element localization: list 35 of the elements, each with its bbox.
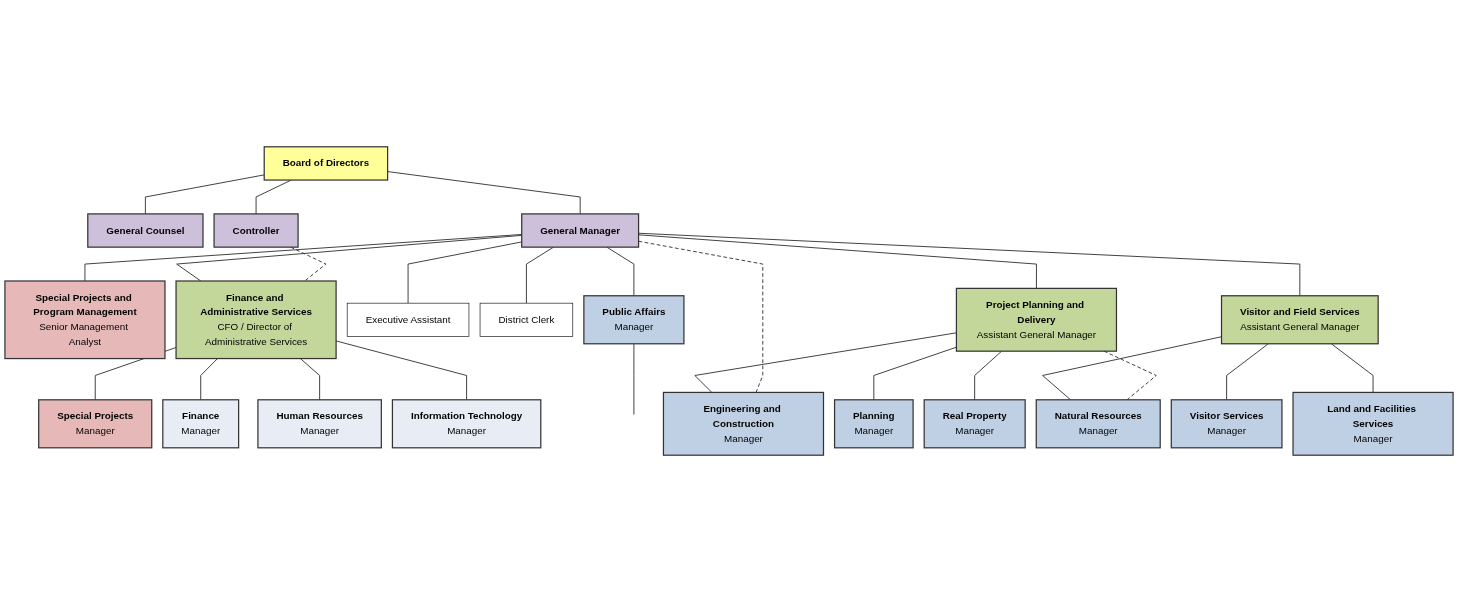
connector <box>638 240 764 393</box>
node-box: Engineering and Construction Manager <box>662 391 825 456</box>
node-box: Public Affairs Manager <box>583 295 685 345</box>
connector <box>633 343 635 416</box>
node-box: Human Resources Manager <box>257 399 382 449</box>
node-box: Special Projects and Program Management Senior Management Analyst <box>4 280 166 360</box>
connector <box>299 358 321 401</box>
node-box: General Manager <box>521 213 640 248</box>
connector <box>144 174 265 215</box>
connector <box>200 358 218 401</box>
connector <box>638 232 1301 297</box>
node-box: Real Property Manager <box>923 399 1026 449</box>
connector <box>1330 343 1374 393</box>
connector <box>1226 343 1269 401</box>
node-box: Planning Manager <box>833 399 914 449</box>
connector <box>873 346 957 401</box>
node-box: Project Planning and Delivery Assistant General Manager <box>955 287 1118 352</box>
node-box: District Clerk <box>479 302 574 337</box>
node-box: Natural Resources Manager <box>1035 399 1161 449</box>
node-box: Board of Directors <box>263 146 389 181</box>
connector <box>638 234 1037 289</box>
connector <box>387 171 581 215</box>
node-box: Controller <box>213 213 299 248</box>
node-box: General Counsel <box>87 213 204 248</box>
node-box: Finance Manager <box>162 399 240 449</box>
node-box: Visitor and Field Services Assistant General Manager <box>1220 295 1379 345</box>
node-box: Special Projects Manager <box>38 399 153 449</box>
connector <box>1042 336 1222 401</box>
connector <box>974 350 1003 401</box>
node-box: Information Technology Manager <box>391 399 542 449</box>
node-box: Land and Facilities Services Manager <box>1292 391 1454 456</box>
node-box: Executive Assistant <box>346 302 470 337</box>
connector <box>694 332 957 393</box>
node-box: Visitor Services Manager <box>1170 399 1283 449</box>
node-box: Finance and Administrative Services CFO / Director of Administrative Services <box>175 280 337 360</box>
